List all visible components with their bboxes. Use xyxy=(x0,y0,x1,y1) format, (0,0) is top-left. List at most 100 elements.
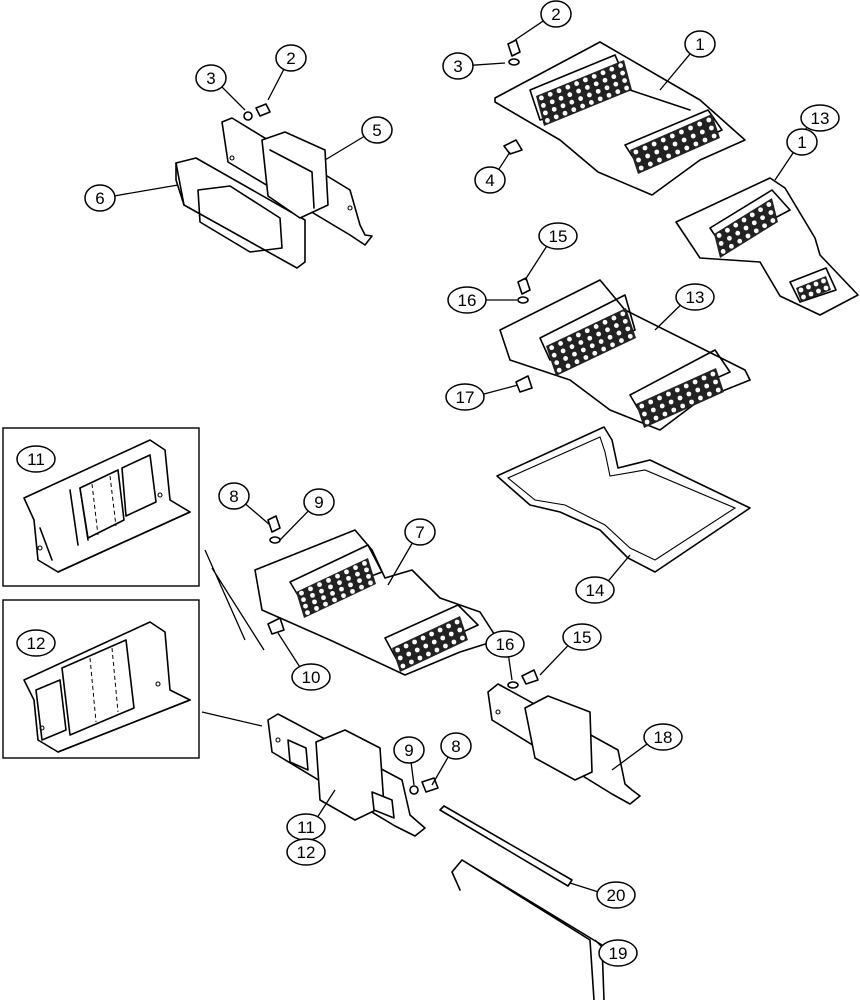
callout-label: 8 xyxy=(451,737,460,756)
callout-circle xyxy=(440,732,472,760)
bolt-icon xyxy=(421,777,439,793)
leader-line-c19 xyxy=(594,939,602,948)
callout-c1a: 1 xyxy=(684,30,716,58)
callout-label: 2 xyxy=(551,5,560,24)
callout-circle xyxy=(675,283,715,311)
callout-circle xyxy=(800,104,840,132)
callout-circle xyxy=(404,518,436,546)
callout-circle xyxy=(786,128,818,156)
nut-icon xyxy=(515,375,533,393)
callout-c12box: 12 xyxy=(16,629,56,657)
callout-c10: 10 xyxy=(291,663,331,691)
callout-label: 15 xyxy=(549,227,568,246)
leader-line-c9b xyxy=(410,762,415,786)
bolt-icon xyxy=(517,277,531,295)
leader-line-c10 xyxy=(277,632,301,667)
callout-label: 4 xyxy=(485,171,494,190)
callout-circle xyxy=(218,482,250,510)
callout-circle xyxy=(16,445,56,473)
nut-icon xyxy=(503,139,523,155)
callout-label: 3 xyxy=(453,57,462,76)
callout-c6: 6 xyxy=(84,184,116,212)
callout-circle xyxy=(538,222,578,250)
callout-label: 15 xyxy=(573,628,592,647)
tread-pattern xyxy=(392,616,468,672)
leader-line-c8b xyxy=(431,756,449,786)
tread-pattern xyxy=(536,60,632,126)
callout-circle xyxy=(540,0,572,28)
callout-circle xyxy=(684,30,716,58)
callout-label: 9 xyxy=(314,493,323,512)
leader-line-c16b xyxy=(507,656,513,681)
callout-circle xyxy=(361,116,393,144)
callout-circle xyxy=(16,629,56,657)
callout-c4: 4 xyxy=(474,166,506,194)
callout-label: 8 xyxy=(229,487,238,506)
callout-circle xyxy=(562,623,602,651)
callout-c11: 11 xyxy=(286,813,326,841)
callout-c3b: 3 xyxy=(195,64,227,92)
callout-label: 20 xyxy=(607,886,626,905)
callout-c13b: 13 xyxy=(675,283,715,311)
callout-c12: 12 xyxy=(286,838,326,866)
callout-label: 18 xyxy=(654,728,673,747)
leader-line-c15a xyxy=(524,246,548,281)
leader-line-c8a xyxy=(245,503,271,526)
callout-label: 14 xyxy=(586,581,605,600)
leader-line-c17 xyxy=(483,384,519,395)
callout-circle xyxy=(291,663,331,691)
callout-label: 10 xyxy=(302,668,321,687)
callout-circle xyxy=(275,44,307,72)
part-6-trim-frame xyxy=(175,157,306,269)
leader-lines xyxy=(114,20,808,948)
callout-circle xyxy=(445,383,485,411)
callout-label: 11 xyxy=(27,450,45,469)
part-1-13-floor-plate-alt xyxy=(675,177,859,316)
tread-pattern xyxy=(636,368,724,428)
callout-label: 3 xyxy=(206,69,215,88)
callout-label: 6 xyxy=(95,189,104,208)
leader-line-c9a xyxy=(279,510,309,541)
bolt-icon xyxy=(255,103,271,117)
leader-line-c5 xyxy=(324,135,365,161)
part-18-side-panel xyxy=(487,683,641,805)
callout-c9a: 9 xyxy=(303,488,335,516)
callout-c2b: 2 xyxy=(275,44,307,72)
tread-pattern xyxy=(546,308,636,376)
callout-label: 7 xyxy=(415,523,424,542)
callout-c8a: 8 xyxy=(218,482,250,510)
callout-label: 11 xyxy=(297,818,315,837)
part-14-floor-mat xyxy=(496,426,751,573)
leader-line-c1b xyxy=(774,152,794,181)
callout-circle xyxy=(485,630,525,658)
leader-line-c6 xyxy=(114,184,179,197)
washer-icon xyxy=(517,296,529,304)
part-19-edge-trim xyxy=(451,859,605,1000)
callout-c16b: 16 xyxy=(485,630,525,658)
callout-c2a: 2 xyxy=(540,0,572,28)
callout-label: 19 xyxy=(609,944,628,963)
callout-c8b: 8 xyxy=(440,732,472,760)
callout-c16a: 16 xyxy=(447,286,487,314)
callout-c3a: 3 xyxy=(442,52,474,80)
washer-icon xyxy=(508,58,520,66)
callout-circle xyxy=(84,184,116,212)
callout-c15a: 15 xyxy=(538,222,578,250)
inset-panel-11 xyxy=(2,427,200,587)
callout-label: 5 xyxy=(372,121,381,140)
callout-c17: 17 xyxy=(445,383,485,411)
part-5-side-panel xyxy=(221,117,373,246)
callout-c11box: 11 xyxy=(16,445,56,473)
callout-c19: 19 xyxy=(598,939,638,967)
callout-label: 9 xyxy=(404,741,413,760)
leader-line-c7 xyxy=(387,542,413,586)
callout-label: 16 xyxy=(496,635,515,654)
leader-line-c1a xyxy=(659,53,691,91)
leader-line-c15b xyxy=(539,645,569,676)
callout-label: 17 xyxy=(456,388,475,407)
callout-c15b: 15 xyxy=(562,623,602,651)
leader-line-c13b xyxy=(654,304,681,331)
callout-circle xyxy=(598,939,638,967)
callout-c1b: 1 xyxy=(786,128,818,156)
